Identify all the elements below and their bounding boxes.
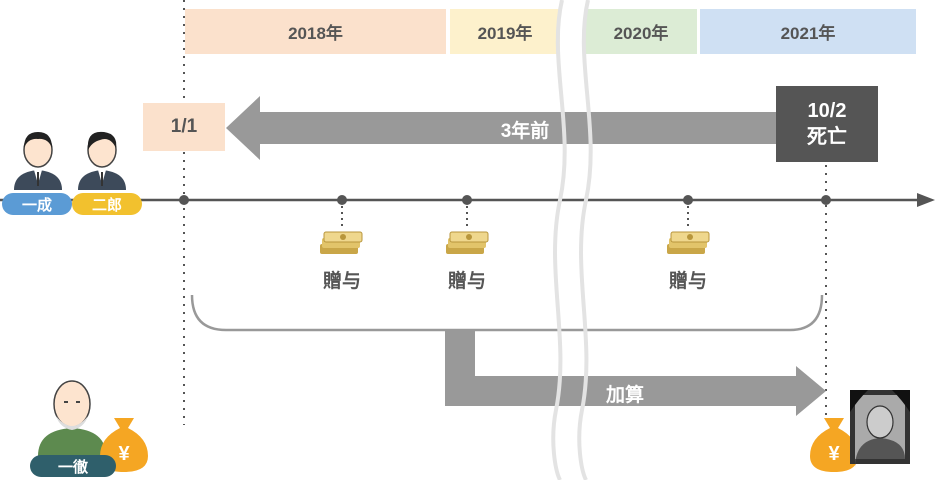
timeline-axis-arrowhead bbox=[917, 193, 935, 207]
time-break-right bbox=[577, 0, 593, 480]
heir2-avatar-icon bbox=[78, 131, 126, 190]
gift-label-2: 贈与 bbox=[447, 271, 486, 292]
death-box: 10/2 死亡 bbox=[776, 86, 878, 162]
decedent-avatar-icon bbox=[38, 380, 106, 456]
heir1-avatar-icon bbox=[14, 132, 62, 190]
svg-text:¥: ¥ bbox=[828, 443, 840, 465]
time-break-left bbox=[551, 0, 567, 480]
memorial-portrait-icon bbox=[850, 390, 910, 468]
money-stack-icon bbox=[667, 231, 710, 254]
gift-label-1: 贈与 bbox=[322, 271, 361, 292]
year-band-2018: 2018年 bbox=[185, 9, 446, 54]
start-dot bbox=[179, 195, 189, 205]
period-label: 3年前 bbox=[500, 121, 550, 142]
start-date-box: 1/1 bbox=[143, 103, 225, 151]
heir1-name-badge: 一成 bbox=[2, 193, 72, 215]
money-bag-icon: ¥ bbox=[810, 418, 858, 472]
decedent-name-badge: 一徹 bbox=[30, 455, 116, 477]
money-stack-icon bbox=[446, 231, 489, 254]
death-dot bbox=[821, 195, 831, 205]
year-band-2021: 2021年 bbox=[700, 9, 916, 54]
money-stack-icon bbox=[320, 231, 363, 254]
gift-bracket bbox=[190, 294, 824, 332]
addition-arrow bbox=[445, 330, 826, 416]
death-label: 死亡 bbox=[807, 126, 847, 148]
addition-label: 加算 bbox=[605, 385, 644, 406]
gift-dot-3 bbox=[683, 195, 693, 205]
gift-dot-1 bbox=[337, 195, 347, 205]
three-year-arrow bbox=[226, 96, 776, 160]
gift-dot-2 bbox=[462, 195, 472, 205]
start-date-label: 1/1 bbox=[170, 116, 198, 137]
svg-text:¥: ¥ bbox=[118, 443, 130, 465]
year-band-2019: 2019年 bbox=[450, 9, 560, 54]
gift-label-3: 贈与 bbox=[668, 271, 707, 292]
heir2-name-badge: 二郎 bbox=[72, 193, 142, 215]
death-date: 10/2 bbox=[807, 100, 847, 122]
year-band-2020: 2020年 bbox=[585, 9, 697, 54]
